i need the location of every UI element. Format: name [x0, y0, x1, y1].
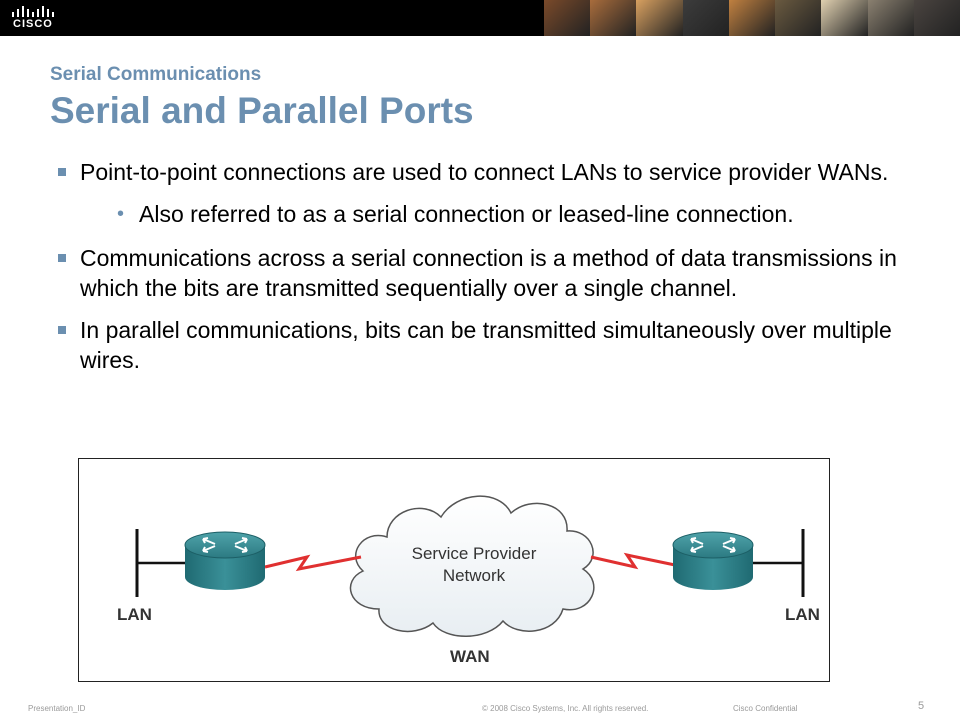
left-serial-link: [264, 554, 362, 572]
left-router-icon: [184, 531, 266, 590]
dot-bullet-icon: •: [117, 203, 125, 225]
footer-confidential: Cisco Confidential: [733, 704, 798, 713]
slide-subtitle: Serial Communications: [50, 64, 262, 85]
bullet-list: Point-to-point connections are used to c…: [56, 157, 946, 387]
banner-photo: [590, 0, 637, 36]
cloud-label-line2: Network: [442, 566, 506, 585]
square-bullet-icon: [58, 168, 66, 176]
square-bullet-icon: [58, 254, 66, 262]
banner-photo: [775, 0, 822, 36]
banner-photo: [867, 0, 914, 36]
top-banner: CISCO: [0, 0, 960, 36]
banner-photo: [913, 0, 960, 36]
slide-title: Serial and Parallel Ports: [50, 90, 474, 131]
page-number: 5: [918, 700, 925, 712]
banner-photo: [821, 0, 868, 36]
wan-diagram: Service Provider Network LAN LAN WAN: [78, 458, 830, 682]
cloud-label-line1: Service Provider: [411, 544, 537, 563]
bullet-text: Communications across a serial connectio…: [80, 245, 897, 301]
cisco-bars-icon: [12, 6, 54, 17]
wan-diagram-graphic: [135, 495, 805, 637]
banner-photo: [544, 0, 591, 36]
footer-copyright: © 2008 Cisco Systems, Inc. All rights re…: [482, 704, 649, 713]
bullet-text: Point-to-point connections are used to c…: [80, 159, 889, 185]
bullet-text: In parallel communications, bits can be …: [80, 317, 892, 373]
banner-photo: [728, 0, 776, 36]
banner-photo: [636, 0, 683, 36]
sub-bullet-text: Also referred to as a serial connection …: [139, 201, 794, 227]
square-bullet-icon: [58, 326, 66, 334]
logo-text: CISCO: [13, 18, 53, 30]
right-router-icon: [672, 531, 754, 590]
right-lan-label: LAN: [785, 605, 820, 624]
bullet-item: Point-to-point connections are used to c…: [56, 157, 946, 187]
bullet-item: Communications across a serial connectio…: [56, 243, 946, 303]
footer-presentation-id: Presentation_ID: [28, 704, 86, 713]
photo-strip: [544, 0, 960, 36]
bullet-item: In parallel communications, bits can be …: [56, 315, 946, 375]
sub-bullet-item: • Also referred to as a serial connectio…: [56, 199, 946, 229]
wan-label: WAN: [450, 647, 490, 666]
right-serial-link: [590, 552, 676, 570]
service-provider-cloud: [349, 495, 595, 637]
cloud-label: Service Provider Network: [384, 543, 564, 587]
cisco-logo: CISCO: [10, 4, 56, 32]
banner-photo: [682, 0, 729, 36]
left-lan-label: LAN: [117, 605, 152, 624]
